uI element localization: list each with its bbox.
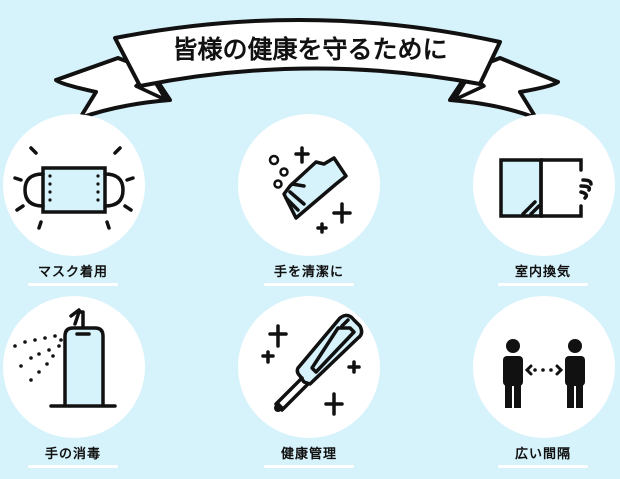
label-underline (264, 465, 354, 468)
banner-title: 皆様の健康を守るために (172, 35, 448, 64)
icon-circle (238, 296, 380, 438)
icon-circle (3, 296, 145, 438)
label-underline (28, 465, 118, 468)
label-underline (28, 283, 118, 286)
label-underline (498, 465, 588, 468)
item-label: マスク着用 (37, 265, 108, 280)
icon-circle (3, 114, 145, 256)
item-label: 広い間隔 (514, 447, 571, 462)
hand-washing-icon (268, 146, 352, 234)
sanitizer-spray-icon (13, 308, 117, 408)
face-mask-icon (13, 146, 135, 230)
thermometer-icon (261, 313, 364, 416)
ribbon-shape-icon (54, 18, 560, 120)
icon-circle (238, 114, 380, 256)
icon-circle (473, 296, 615, 438)
item-label: 健康管理 (280, 447, 337, 462)
item-label: 手の消毒 (44, 447, 101, 462)
item-label: 室内換気 (514, 265, 571, 280)
title-ribbon: 皆様の健康を守るために (0, 0, 620, 120)
window-ventilation-icon (499, 158, 593, 218)
label-underline (264, 283, 354, 286)
social-distance-icon (503, 339, 585, 408)
icon-circle (473, 114, 615, 256)
item-label: 手を清潔に (273, 265, 344, 280)
label-underline (498, 283, 588, 286)
